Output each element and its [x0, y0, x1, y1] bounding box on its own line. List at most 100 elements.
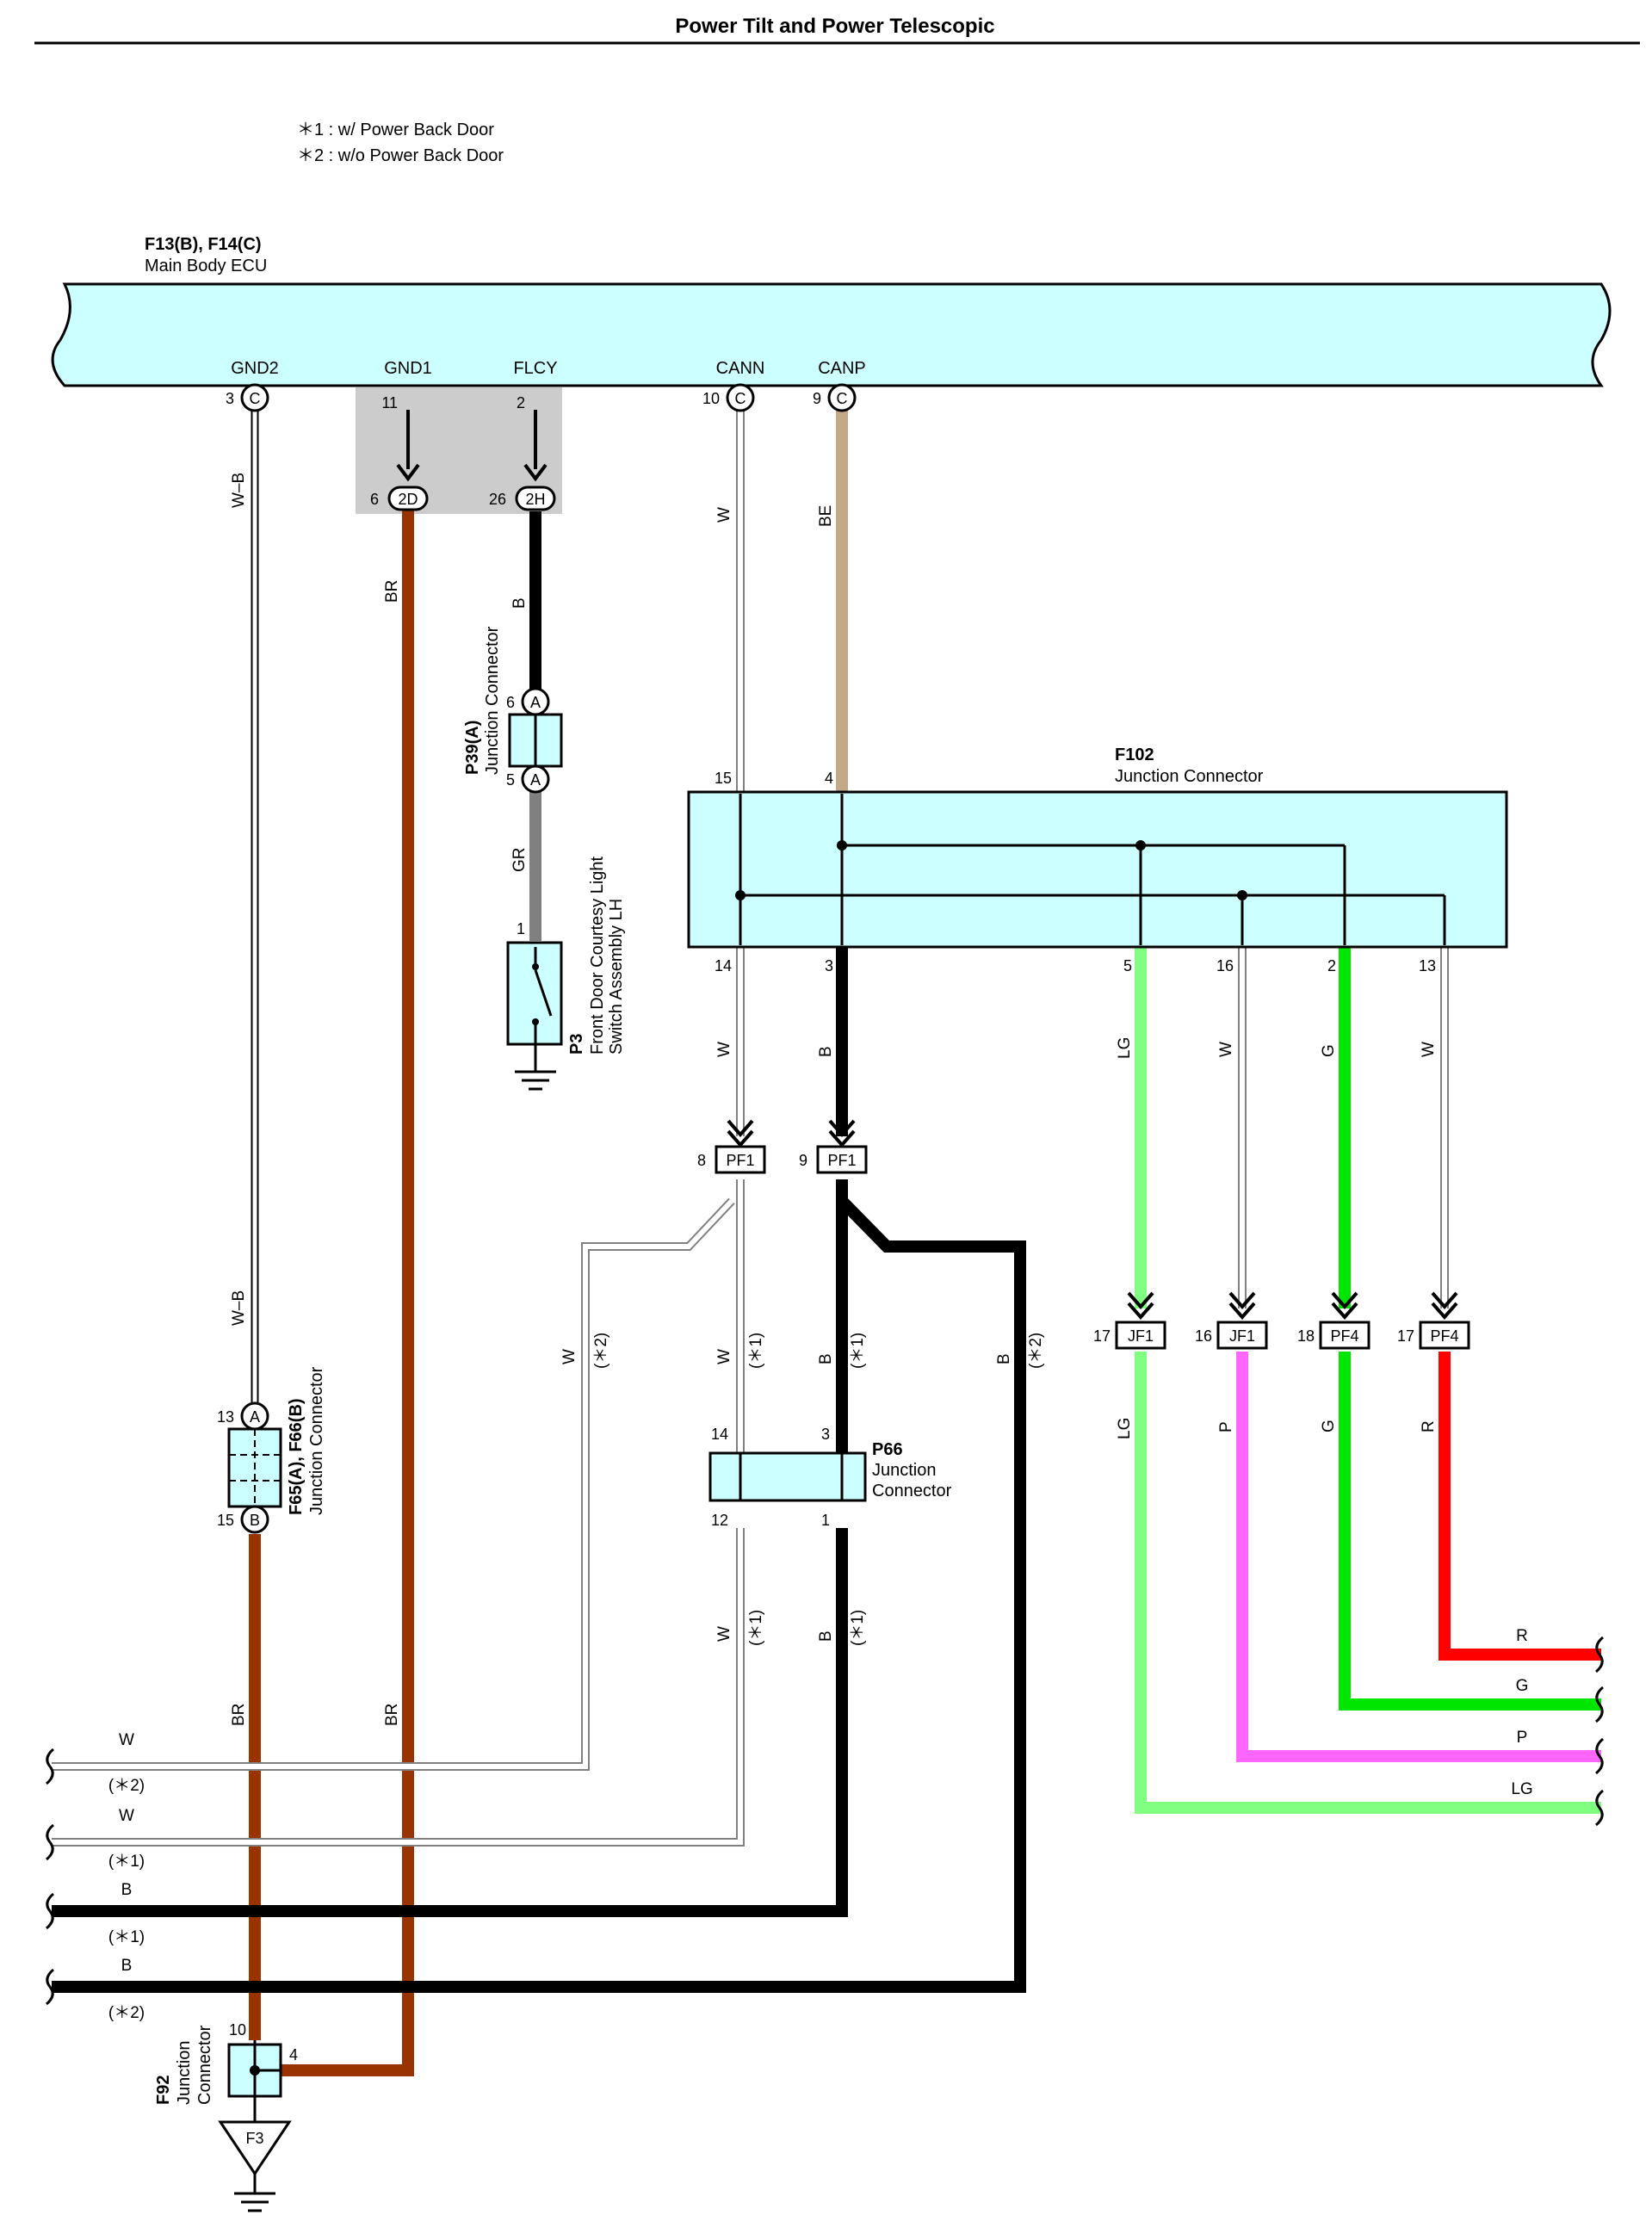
pin-cann-num: 10 [702, 390, 720, 407]
label-b-var1-upper: B [817, 1353, 835, 1364]
svg-text:PF1: PF1 [726, 1152, 754, 1169]
label-br-gnd1-lower: BR [383, 1704, 401, 1726]
label-w-var1-upper: W [715, 1349, 733, 1364]
terminal-gnd2: GND2 [231, 359, 279, 378]
main-body-ecu [51, 282, 1612, 387]
svg-text:C: C [735, 390, 746, 407]
p3-name-2: Switch Assembly LH [607, 899, 626, 1055]
p3-pin: 1 [517, 920, 525, 937]
f92-pin-10: 10 [229, 2021, 246, 2038]
label-gr: GR [510, 848, 529, 873]
wire-r [1439, 1352, 1601, 1661]
f102-junction-connector [687, 790, 1508, 949]
label-w-pf1: W [715, 1042, 733, 1057]
p3-name-1: Front Door Courtesy Light [588, 856, 607, 1055]
label-b-var1-lower: B [817, 1630, 835, 1642]
svg-text:F3: F3 [245, 2130, 263, 2147]
ground-point-f3: F3 [218, 2120, 292, 2212]
svg-text:JF1: JF1 [1128, 1327, 1154, 1345]
f102-pin-15: 15 [715, 770, 732, 787]
pin-canp-num: 9 [813, 390, 821, 407]
p3-code: P3 [567, 1034, 586, 1055]
jf1-pin-17: 17 [1093, 1327, 1111, 1345]
label-b-pf1: B [817, 1046, 835, 1057]
terminal-canp: CANP [818, 359, 866, 378]
label-g-upper: G [1320, 1044, 1338, 1057]
terminal-cann: CANN [716, 359, 765, 378]
svg-text:PF4: PF4 [1330, 1327, 1358, 1345]
pf1-connector-b: PF1 [816, 1119, 868, 1174]
wire-w-var1 [52, 1179, 745, 1847]
page-title: Power Tilt and Power Telescopic [675, 15, 994, 38]
label-left-b-var2-note: (＊2) [108, 2004, 145, 2022]
wire-b-var1-lower [52, 1528, 848, 1917]
p66-code: P66 [872, 1440, 903, 1459]
wire-break-right [1595, 1636, 1604, 1827]
wire-br-gnd1 [280, 510, 414, 2076]
label-lg-upper: LG [1116, 1037, 1134, 1059]
p39-pin-bot: 5 [506, 771, 515, 789]
f92-name-2: Connector [195, 2025, 214, 2105]
svg-text:2D: 2D [398, 491, 418, 508]
label-w-var1-lower-note: (＊1) [747, 1610, 765, 1646]
label-w-var1-lower: W [715, 1626, 733, 1642]
pf4-connector-r: PF4 [1419, 1291, 1470, 1350]
svg-text:C: C [837, 390, 848, 407]
label-w-jf1: W [1217, 1042, 1235, 1057]
junction-pin-2h: 2H [515, 486, 556, 511]
note-1: ＊1 : w/ Power Back Door [297, 121, 494, 139]
p39-name: Junction Connector [483, 626, 502, 775]
pf4-connector-g: PF4 [1319, 1291, 1370, 1350]
label-b-var1-upper-note: (＊1) [849, 1333, 867, 1369]
p39-junction-connector: A A [508, 687, 563, 794]
f102-pin-16: 16 [1216, 957, 1234, 974]
label-p: P [1217, 1421, 1235, 1432]
pin-2d-num: 6 [370, 491, 379, 508]
wire-p [1236, 1352, 1601, 1762]
pin-gnd1-num: 11 [381, 394, 398, 411]
pf4-pin-17: 17 [1397, 1327, 1414, 1345]
wire-lg-lower [1135, 1352, 1601, 1814]
jf1-pin-16: 16 [1195, 1327, 1212, 1345]
p66-name-2: Connector [872, 1482, 952, 1500]
pf1-pin-9: 9 [799, 1152, 807, 1169]
svg-text:PF4: PF4 [1430, 1327, 1458, 1345]
f92-name-1: Junction [175, 2041, 194, 2106]
p3-courtesy-switch [506, 941, 563, 1091]
f65-pin-13: 13 [217, 1408, 234, 1426]
label-left-b-var1: B [121, 1881, 133, 1899]
label-left-b-var1-note: (＊1) [108, 1928, 145, 1946]
label-w-var2-note: (＊2) [592, 1333, 610, 1369]
f92-pin-4: 4 [289, 2046, 298, 2063]
f65-pin-15: 15 [217, 1512, 234, 1529]
pin-gnd2-num: 3 [226, 390, 234, 407]
p66-name-1: Junction [872, 1461, 937, 1480]
label-left-w-var1-note: (＊1) [108, 1853, 145, 1871]
label-r: R [1420, 1420, 1438, 1432]
f102-code: F102 [1115, 745, 1154, 764]
f102-name: Junction Connector [1115, 767, 1264, 786]
p66-junction-connector [708, 1451, 867, 1502]
ecu-pin-gnd2: C [240, 383, 269, 412]
ecu-pin-canp: C [827, 383, 857, 412]
pin-flcy-num: 2 [517, 394, 525, 411]
pf1-connector-w: PF1 [715, 1119, 766, 1174]
f65-f66-junction-connector: A B [227, 1401, 282, 1534]
label-br-gnd1-upper: BR [383, 580, 401, 603]
svg-text:PF1: PF1 [827, 1152, 856, 1169]
label-b-var2: B [995, 1353, 1013, 1364]
label-br-f65: BR [230, 1704, 248, 1726]
p39-pin-top: 6 [506, 694, 515, 711]
p39-code: P39(A) [463, 721, 482, 775]
label-left-b-var2: B [121, 1957, 133, 1975]
f65-name: Junction Connector [307, 1366, 326, 1515]
wire-break-left [46, 1748, 54, 2006]
ecu-name: Main Body ECU [145, 257, 267, 275]
wire-b-var2 [52, 1197, 1026, 1993]
jf1-connector-lg: JF1 [1115, 1291, 1166, 1350]
label-w-cann: W [715, 507, 733, 523]
label-right-lg: LG [1511, 1780, 1532, 1798]
label-left-w-var1: W [119, 1807, 134, 1825]
p66-pin-12: 12 [711, 1512, 728, 1529]
